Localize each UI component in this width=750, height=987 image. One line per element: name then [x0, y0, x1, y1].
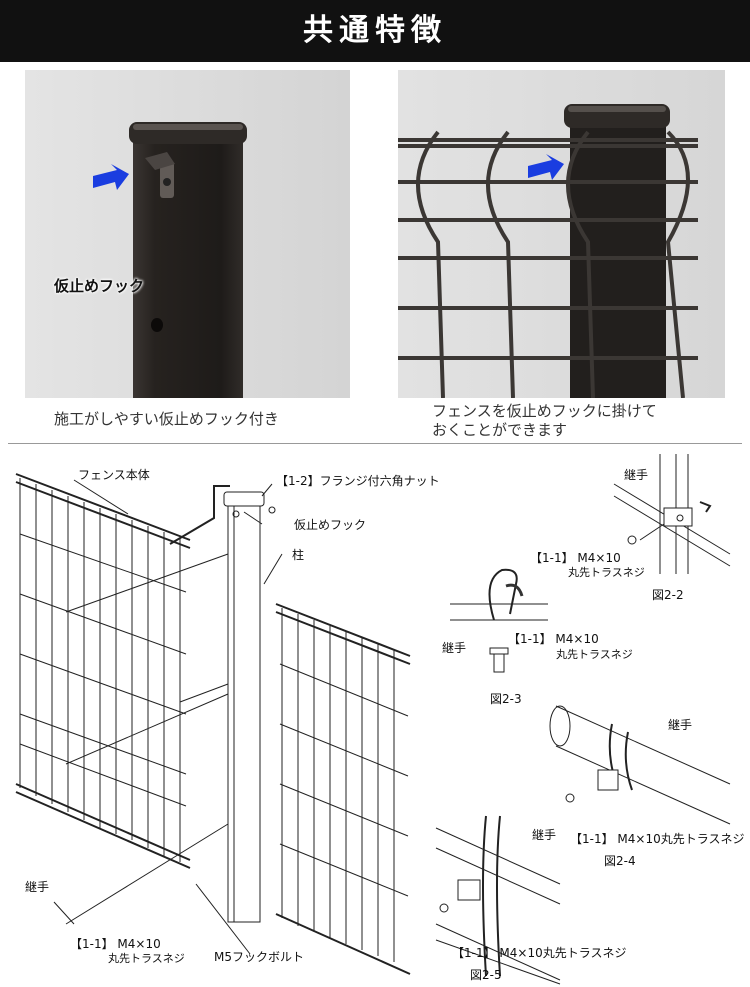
fig24-drawing [549, 705, 731, 825]
label-joint-fig24: 継手 [668, 718, 693, 732]
fig22-drawing [613, 454, 731, 574]
label-fig24: 図2-4 [604, 854, 636, 868]
label-post: 柱 [292, 548, 305, 562]
right-caption-line1: フェンスを仮止めフックに掛けて [432, 402, 657, 420]
label-joint-fig22: 継手 [624, 468, 649, 482]
right-fence-panel [275, 603, 411, 975]
left-fence-panel [15, 473, 191, 869]
hook-label: 仮止めフック [54, 277, 145, 295]
fig23-drawing [450, 568, 548, 673]
page-title: 共通特徴 [303, 13, 447, 48]
assembly-diagram [15, 454, 731, 985]
label-screw-fig24: 【1-1】 M4×10丸先トラスネジ [570, 832, 745, 846]
label-fig25: 図2-5 [470, 968, 502, 982]
label-screw-fig25: 【1-1】 M4×10丸先トラスネジ [452, 946, 627, 960]
label-joint-fig23: 継手 [442, 641, 467, 655]
fig25-drawing [435, 815, 561, 985]
section-divider [8, 443, 742, 444]
photo-post-hook: 仮止めフック [25, 70, 350, 398]
label-fig23: 図2-3 [490, 692, 522, 706]
left-caption: 施工がしやすい仮止めフック付き [54, 410, 279, 428]
label-screw-main-1: 【1-1】 M4×10 [70, 937, 161, 951]
label-temp-hook: 仮止めフック [294, 518, 367, 532]
label-fig22: 図2-2 [652, 588, 684, 602]
label-screw-fig22-2: 丸先トラスネジ [568, 566, 645, 579]
label-flange-nut: 【1-2】フランジ付六角ナット [276, 474, 440, 488]
label-screw-main-2: 丸先トラスネジ [108, 952, 185, 965]
photo-fence-hung [398, 70, 725, 398]
label-screw-fig23-2: 丸先トラスネジ [556, 648, 633, 661]
label-hook-bolt: M5フックボルト [214, 950, 304, 964]
header-banner [0, 0, 750, 62]
label-screw-fig23-1: 【1-1】 M4×10 [508, 632, 599, 646]
label-fence-body: フェンス本体 [78, 468, 150, 482]
center-post [169, 485, 276, 923]
right-caption-line2: おくことができます [432, 421, 568, 439]
right-caption: フェンスを仮止めフックに掛けて おくことができます [432, 402, 722, 440]
label-joint-main: 継手 [25, 880, 50, 894]
label-joint-fig25: 継手 [532, 828, 557, 842]
label-screw-fig22-1: 【1-1】 M4×10 [530, 551, 621, 565]
